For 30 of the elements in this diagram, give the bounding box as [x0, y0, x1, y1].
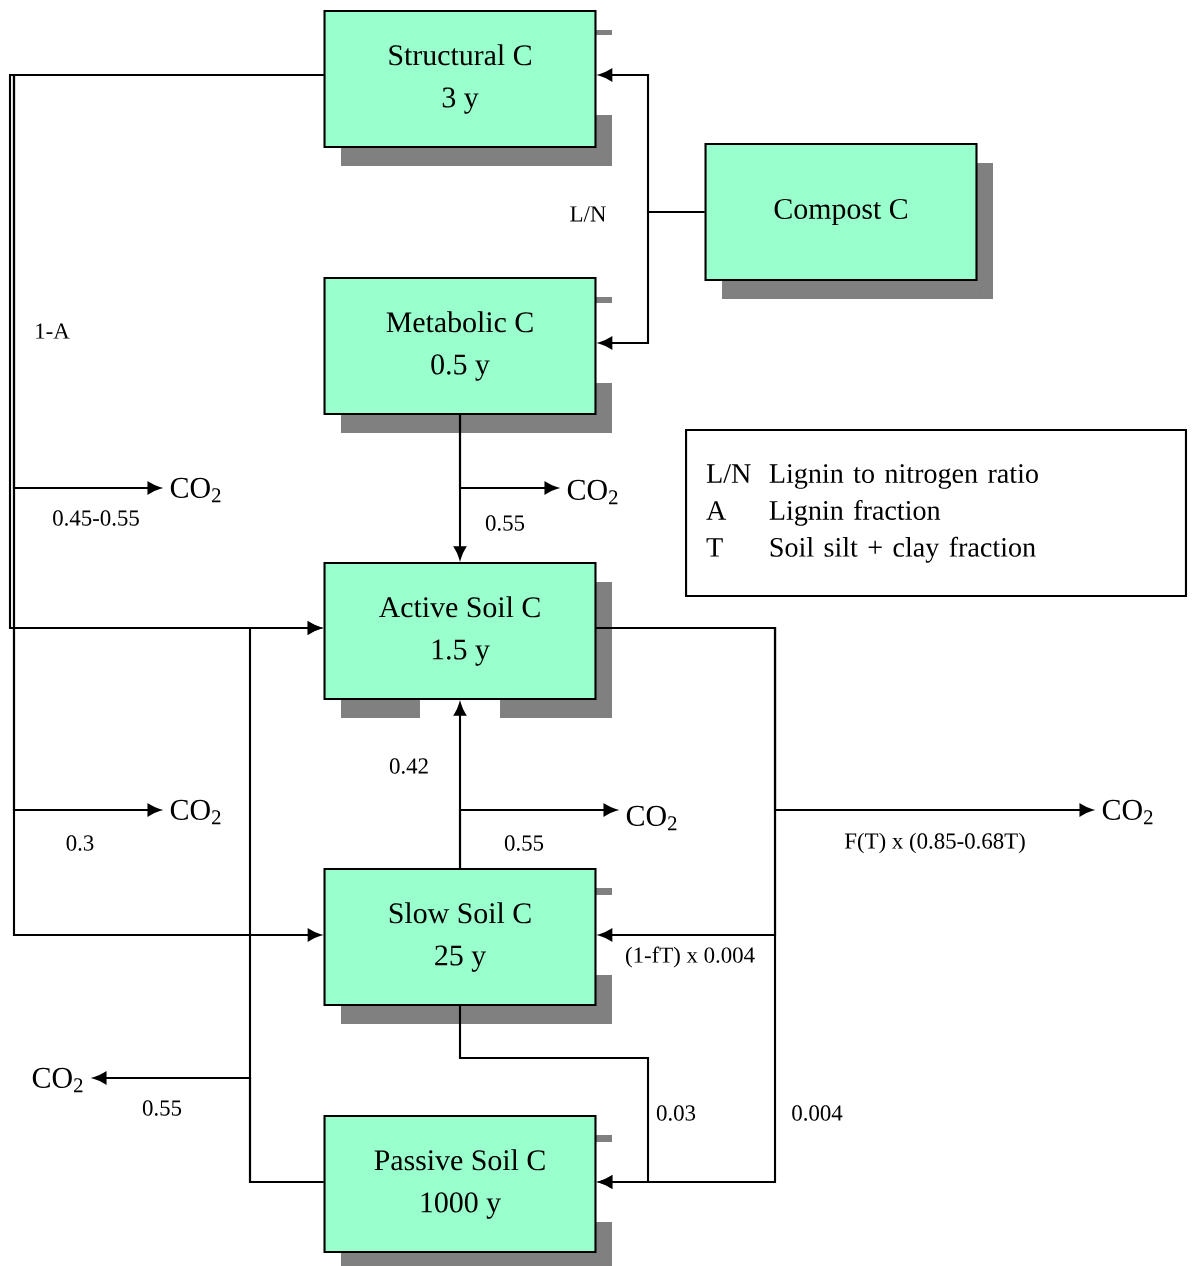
edge-label: 1-A [32, 321, 72, 341]
pool-box: Metabolic C 0.5 y [323, 276, 597, 416]
edge-label: 0.45-0.55 [50, 508, 142, 528]
arrow [458, 1006, 650, 1189]
edge-label: F(T) x (0.85-0.68T) [842, 830, 1028, 856]
pool-box: Compost C [704, 142, 978, 282]
pool-box: Structural C 3 y [323, 9, 597, 149]
arrow [93, 1071, 324, 1184]
co2-text: CO$_{2}$ [1102, 799, 1153, 825]
edge-label: 0.004 [789, 1103, 845, 1123]
edge-label: (1-fT) x 0.004 [623, 944, 757, 970]
edge-label: 0.55 [502, 833, 546, 853]
arrow [458, 803, 617, 868]
arrow [458, 415, 558, 495]
co2-text: CO$_{2}$ [567, 479, 618, 505]
pool-box: Slow Soil C 25 y [323, 867, 597, 1007]
edge-label: 0.55 [483, 513, 527, 533]
edge-label: 0.55 [140, 1098, 184, 1118]
edge-label: L/N [567, 204, 609, 224]
edge-label: 0.42 [387, 756, 431, 776]
edge-label: 0.03 [654, 1103, 698, 1123]
key-box: L/N Lignin to nitrogen ratio A Lignin fraction T Soil silt + clay fraction [685, 428, 1188, 598]
pool-box: Active Soil C 1.5 y [323, 561, 597, 701]
arrow [599, 210, 705, 350]
co2-text: CO$_{2}$ [626, 805, 677, 831]
pool-box: Passive Soil C 1000 y [323, 1114, 597, 1254]
co2-text: CO$_{2}$ [170, 799, 221, 825]
edge-label: 0.3 [63, 833, 97, 853]
co2-text: CO$_{2}$ [32, 1067, 83, 1093]
co2-text: CO$_{2}$ [170, 477, 221, 503]
